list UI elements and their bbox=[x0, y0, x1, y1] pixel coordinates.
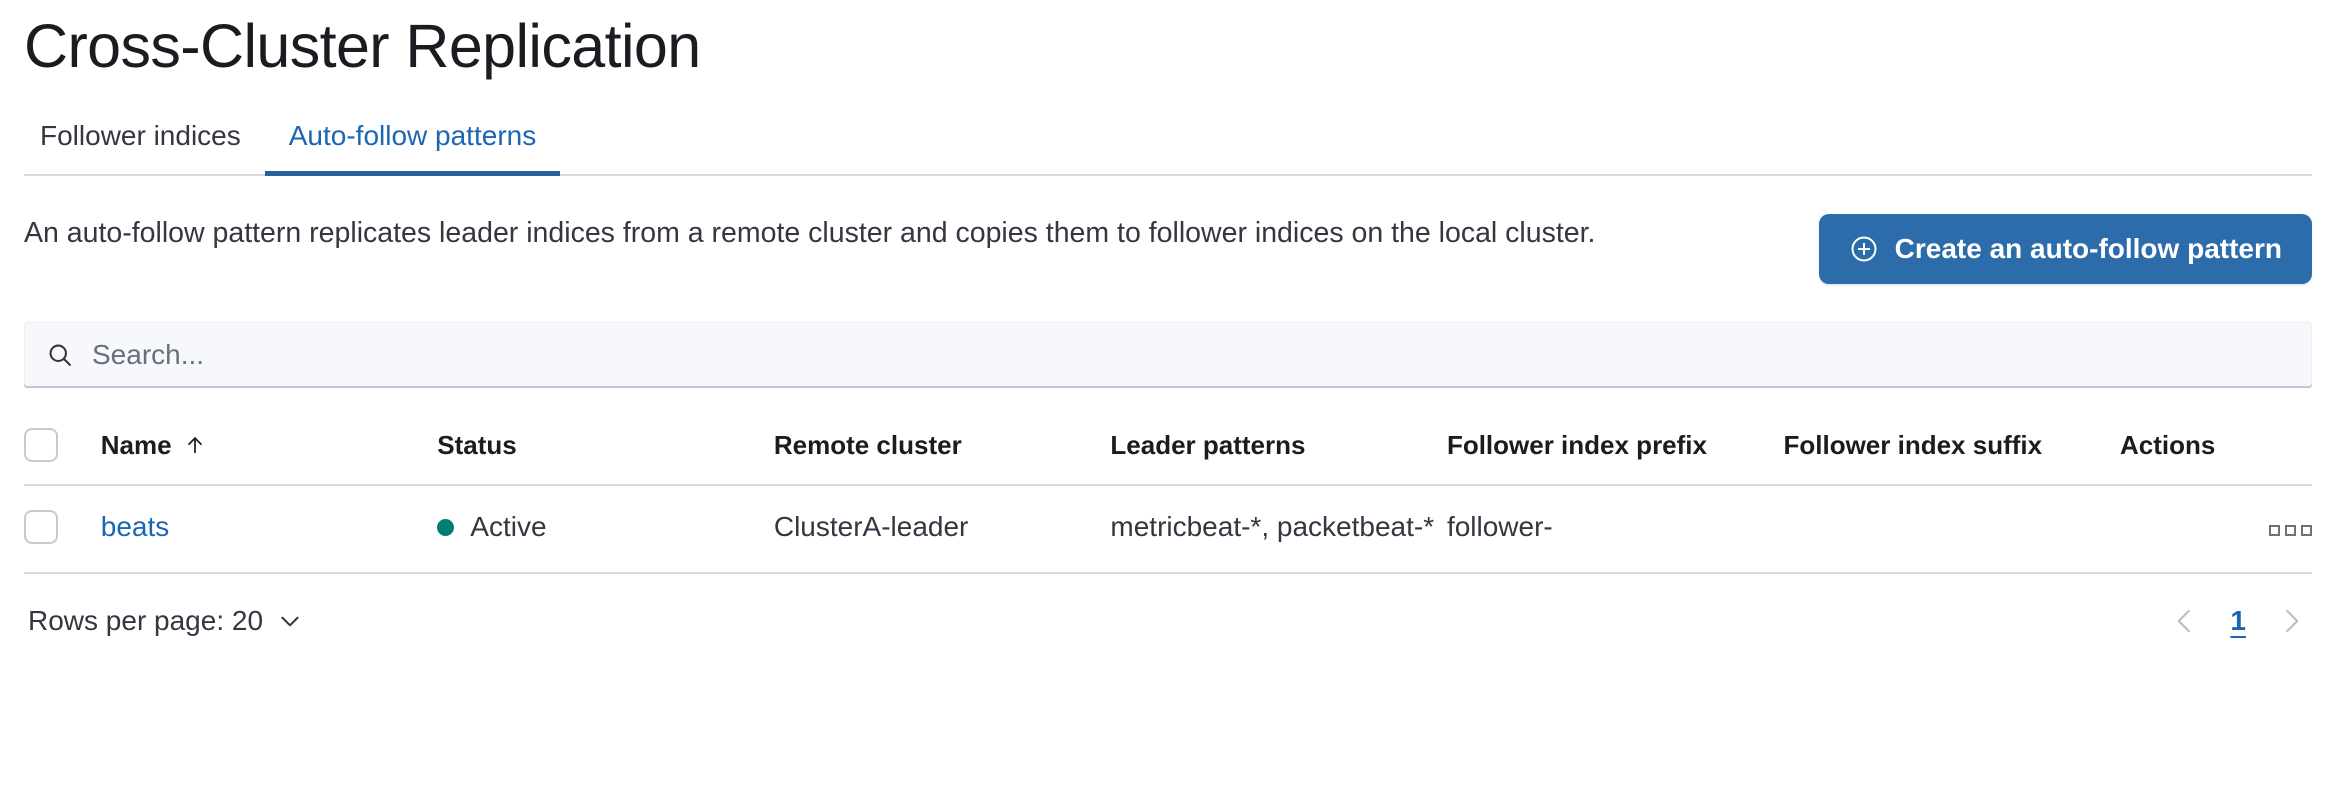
actions-dot-1 bbox=[2269, 525, 2280, 536]
cell-follower-index-suffix bbox=[1783, 485, 2121, 574]
pagination-page-1[interactable]: 1 bbox=[2230, 604, 2246, 636]
chevron-left-icon[interactable] bbox=[2168, 604, 2202, 638]
actions-dot-2 bbox=[2285, 525, 2296, 536]
cell-status: Active bbox=[437, 485, 774, 574]
cell-leader-patterns: metricbeat-*, packetbeat-* bbox=[1110, 485, 1447, 574]
search-icon bbox=[46, 341, 74, 369]
auto-follow-patterns-table: Name Status Remote cluster Leader patter… bbox=[24, 414, 2312, 574]
column-header-follower-index-suffix[interactable]: Follower index suffix bbox=[1783, 414, 2121, 487]
row-select-cell bbox=[24, 485, 101, 574]
chevron-right-icon[interactable] bbox=[2274, 604, 2308, 638]
table-footer: Rows per page: 20 1 bbox=[24, 604, 2312, 638]
table-header-row: Name Status Remote cluster Leader patter… bbox=[24, 414, 2312, 487]
intro-description: An auto-follow pattern replicates leader… bbox=[24, 217, 1596, 249]
select-all-header bbox=[24, 414, 101, 487]
tab-auto-follow-patterns[interactable]: Auto-follow patterns bbox=[264, 122, 561, 176]
status-label: Active bbox=[470, 511, 547, 543]
create-button-label: Create an auto-follow pattern bbox=[1894, 233, 2282, 264]
boxes-horizontal-icon[interactable] bbox=[2269, 525, 2312, 536]
tab-bar: Follower indices Auto-follow patterns bbox=[24, 92, 2312, 176]
search-bar[interactable] bbox=[24, 322, 2312, 388]
table-row: beats Active ClusterA-leader metricbeat-… bbox=[24, 485, 2312, 574]
sort-by-name[interactable]: Name bbox=[101, 430, 206, 461]
pattern-name-link[interactable]: beats bbox=[100, 511, 170, 543]
row-checkbox[interactable] bbox=[24, 510, 58, 545]
actions-dot-3 bbox=[2301, 525, 2312, 536]
table-header: Name Status Remote cluster Leader patter… bbox=[24, 414, 2312, 487]
cell-actions bbox=[2120, 485, 2312, 574]
column-header-actions: Actions bbox=[2120, 414, 2312, 487]
cell-follower-index-prefix: follower- bbox=[1446, 485, 1784, 574]
column-header-follower-index-prefix[interactable]: Follower index prefix bbox=[1446, 414, 1784, 487]
create-auto-follow-pattern-button[interactable]: Create an auto-follow pattern bbox=[1818, 214, 2312, 284]
column-header-leader-patterns[interactable]: Leader patterns bbox=[1110, 414, 1447, 487]
chevron-down-icon bbox=[277, 608, 303, 634]
column-header-status[interactable]: Status bbox=[437, 414, 774, 487]
plus-in-circle-icon bbox=[1849, 234, 1879, 264]
table-body: beats Active ClusterA-leader metricbeat-… bbox=[24, 485, 2312, 574]
column-header-remote-cluster[interactable]: Remote cluster bbox=[773, 414, 1111, 487]
cell-name: beats bbox=[100, 485, 438, 574]
status-dot-icon bbox=[437, 518, 455, 536]
select-all-checkbox[interactable] bbox=[24, 428, 58, 463]
tab-follower-indices[interactable]: Follower indices bbox=[40, 120, 241, 151]
cell-remote-cluster: ClusterA-leader bbox=[773, 485, 1111, 574]
column-header-name[interactable]: Name bbox=[100, 414, 438, 487]
intro-row: An auto-follow pattern replicates leader… bbox=[24, 212, 2312, 284]
search-input[interactable] bbox=[92, 339, 2290, 371]
rows-per-page-selector[interactable]: Rows per page: 20 bbox=[28, 605, 303, 637]
page-title: Cross-Cluster Replication bbox=[24, 12, 701, 81]
status-badge: Active bbox=[437, 511, 547, 543]
rows-per-page-label: Rows per page: 20 bbox=[28, 604, 264, 636]
column-header-name-label: Name bbox=[100, 429, 172, 460]
sort-arrow-up-icon bbox=[184, 434, 206, 456]
pagination: 1 bbox=[2168, 604, 2308, 638]
